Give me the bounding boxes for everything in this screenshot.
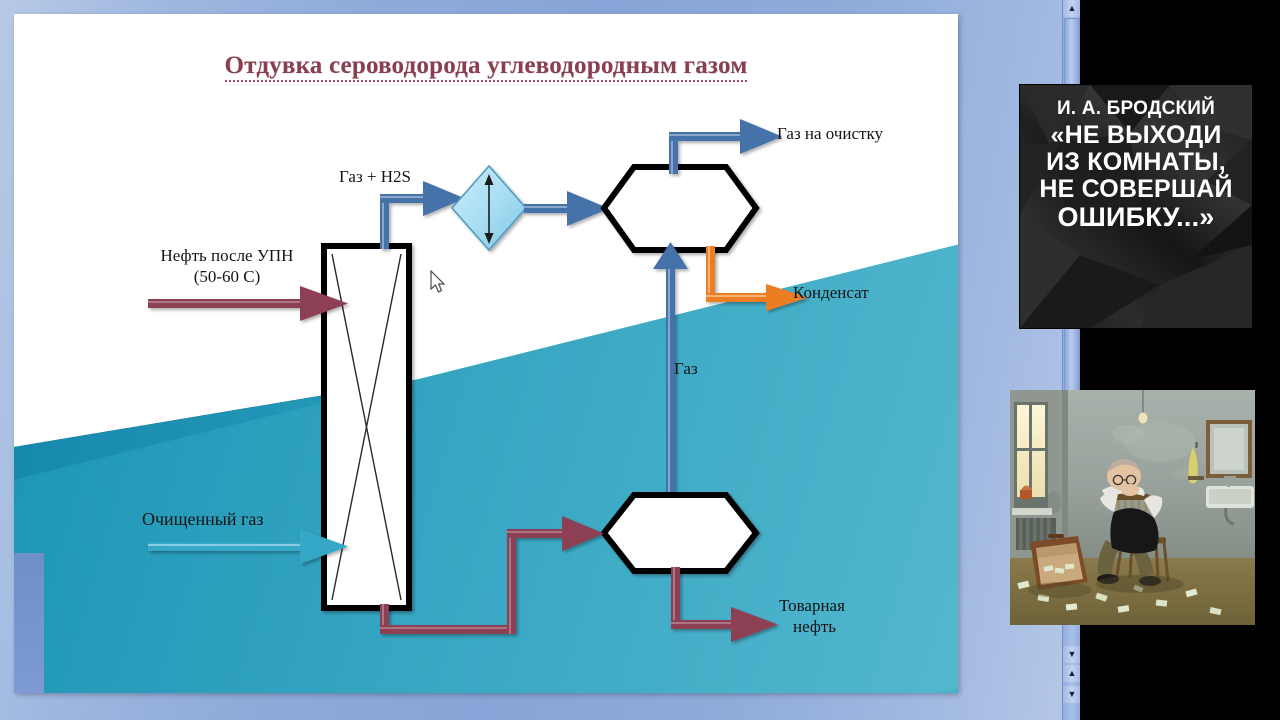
quote-line-3: НЕ СОВЕРШАЙ (1039, 174, 1233, 203)
quote-line-2: ИЗ КОМНАТЫ, (1046, 147, 1226, 176)
quote-text-block: И. А. БРОДСКИЙ «НЕ ВЫХОДИ ИЗ КОМНАТЫ, НЕ… (1020, 98, 1252, 232)
clean-gas-arrow (148, 529, 348, 564)
chevron-up-icon: ▲ (1067, 3, 1077, 13)
separator-bottom (600, 492, 760, 574)
label-commodity-oil-line2: нефть (793, 616, 837, 636)
previous-slide-button[interactable]: ▲ (1063, 665, 1081, 682)
quote-author: И. А. БРОДСКИЙ (1056, 98, 1216, 119)
label-commodity-oil-line1: Товарная (779, 596, 845, 615)
slide-canvas: Отдувка сероводорода углеводородным газо… (14, 14, 958, 693)
label-feed-oil-line2: (50-60 С) (193, 266, 261, 286)
label-gas-to-treatment: Газ на очистку (777, 124, 884, 143)
brodsky-quote-card: И. А. БРОДСКИЙ «НЕ ВЫХОДИ ИЗ КОМНАТЫ, НЕ… (1020, 85, 1252, 328)
quote-line-4: ОШИБКУ...» (1057, 201, 1215, 232)
slide-title-text: Отдувка сероводорода углеводородным газо… (224, 52, 748, 82)
label-feed-oil: Нефть после УПН (50-60 С) (137, 246, 317, 287)
commodity-oil-arrow (671, 567, 778, 642)
diagram-vectors (148, 119, 808, 642)
double-chevron-down-icon: ▼ (1067, 689, 1077, 699)
column-bottom-to-separator-arrow (380, 516, 604, 634)
gas-riser-arrow (653, 242, 688, 499)
overhead-gas-arrow (380, 181, 465, 249)
cooler-outlet-arrow (524, 191, 609, 226)
cooler-diamond (450, 164, 528, 252)
scroll-down-button[interactable]: ▼ (1063, 646, 1081, 663)
painting-vectors (1010, 390, 1255, 625)
label-feed-oil-line1: Нефть после УПН (160, 246, 294, 265)
feed-oil-arrow (148, 286, 348, 321)
next-slide-button[interactable]: ▼ (1063, 686, 1081, 703)
label-gas-h2s: Газ + H2S (339, 167, 411, 186)
condensate-arrow (706, 246, 808, 311)
slide-title: Отдувка сероводорода углеводородным газо… (14, 52, 958, 82)
label-condensate: Конденсат (793, 283, 869, 302)
quote-line-1: «НЕ ВЫХОДИ (1050, 120, 1222, 149)
gas-to-treatment-arrow (669, 119, 782, 174)
painting-image (1010, 390, 1255, 625)
process-flow-diagram: Нефть после УПН (50-60 С) Газ + H2S Газ … (14, 14, 958, 693)
polygon-texture (1020, 85, 1252, 328)
double-chevron-up-icon: ▲ (1067, 668, 1077, 678)
separator-top (600, 164, 760, 253)
label-commodity-oil: Товарная нефть (779, 596, 909, 637)
theme-left-edge (14, 553, 44, 693)
label-clean-gas: Очищенный газ (142, 509, 264, 529)
scroll-up-button[interactable]: ▲ (1063, 0, 1081, 17)
label-gas: Газ (674, 359, 698, 378)
mouse-cursor (430, 270, 446, 293)
chevron-down-icon: ▼ (1067, 649, 1077, 659)
